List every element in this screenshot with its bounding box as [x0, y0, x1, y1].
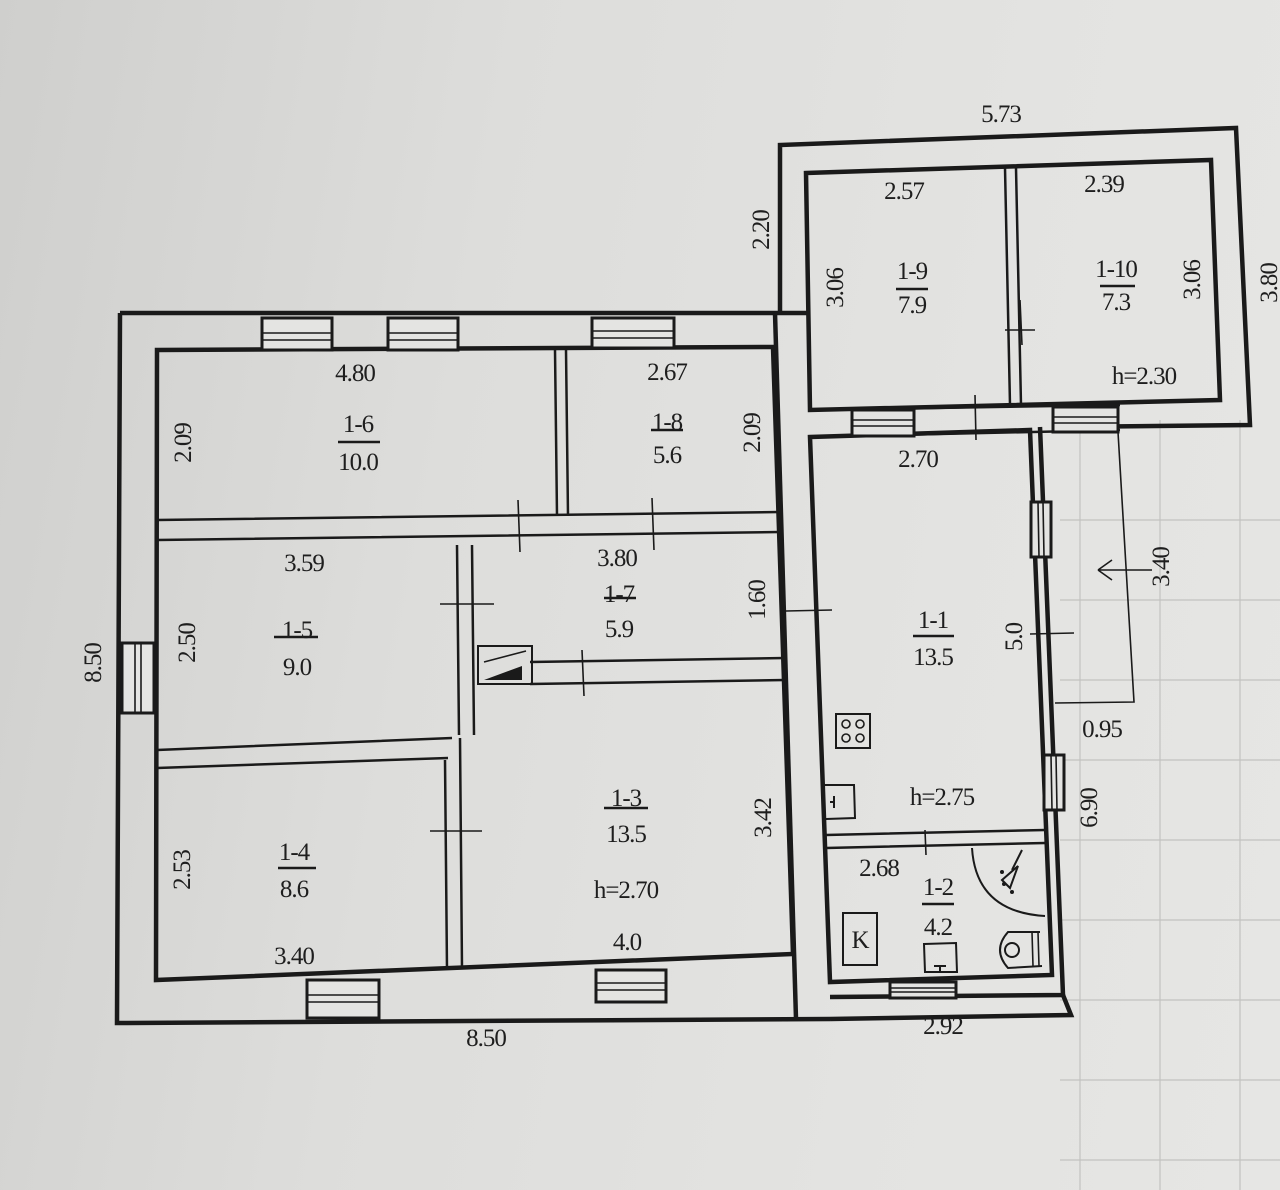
svg-text:1-1: 1-1 — [918, 607, 948, 634]
toilet-icon — [999, 931, 1043, 970]
svg-text:7.3: 7.3 — [1102, 289, 1131, 316]
svg-text:4.80: 4.80 — [335, 360, 375, 387]
stove-icon — [835, 713, 871, 749]
svg-text:1-6: 1-6 — [343, 411, 374, 438]
room-1-9: 1-9 7.9 2.57 3.06 — [822, 178, 929, 319]
svg-text:13.5: 13.5 — [913, 644, 953, 671]
svg-text:5.0: 5.0 — [1001, 622, 1028, 651]
porch-outline — [1054, 431, 1152, 704]
east-wing-width-label: 2.92 — [923, 1013, 963, 1040]
svg-text:2.67: 2.67 — [647, 359, 687, 386]
east-wing-height-label: 6.90 — [1076, 788, 1103, 828]
svg-text:h=2.75: h=2.75 — [910, 784, 975, 811]
svg-text:2.39: 2.39 — [1084, 171, 1124, 198]
shower-icon — [971, 847, 1046, 917]
room-1-2: 1-2 4.2 2.68 — [859, 855, 955, 941]
svg-text:h=2.70: h=2.70 — [594, 877, 659, 904]
svg-text:4.0: 4.0 — [613, 929, 642, 956]
boiler-icon: K — [842, 912, 878, 966]
svg-text:3.06: 3.06 — [822, 268, 849, 308]
boiler-label: K — [851, 927, 869, 954]
svg-text:1-2: 1-2 — [923, 874, 954, 901]
svg-text:3.59: 3.59 — [284, 550, 324, 577]
svg-text:1.60: 1.60 — [744, 580, 771, 620]
svg-text:2.70: 2.70 — [898, 446, 938, 473]
svg-text:2.09: 2.09 — [739, 413, 766, 453]
room-1-7: 1-7 5.9 3.80 1.60 — [597, 545, 771, 643]
svg-text:4.2: 4.2 — [924, 914, 953, 941]
svg-text:1-3: 1-3 — [611, 785, 642, 812]
annex-offset-label: 2.20 — [748, 210, 775, 250]
main-height-label: 8.50 — [80, 643, 107, 683]
svg-text:h=2.30: h=2.30 — [1112, 363, 1177, 390]
svg-text:5.6: 5.6 — [653, 442, 682, 469]
outer-walls — [114, 125, 1253, 1026]
room-1-1: 1-1 13.5 h=2.75 2.70 5.0 — [898, 446, 1028, 811]
svg-text:1-9: 1-9 — [897, 258, 928, 285]
annex-height-label: 3.80 — [1256, 263, 1280, 303]
room-1-10: 1-10 7.3 2.39 h=2.30 3.06 — [1084, 171, 1206, 390]
room-1-6: 1-6 10.0 4.80 2.09 — [170, 360, 379, 476]
inner-walls — [153, 157, 1223, 1020]
washbasin-icon — [922, 941, 959, 973]
sink-icon — [824, 784, 857, 820]
svg-text:1-7: 1-7 — [604, 581, 635, 608]
svg-text:2.68: 2.68 — [859, 855, 899, 882]
paper-grid — [1060, 420, 1280, 1190]
fraction-bars — [274, 284, 1135, 906]
arrow-left-icon — [1097, 559, 1152, 581]
svg-text:3.06: 3.06 — [1179, 260, 1206, 300]
heating-stove-icon — [477, 645, 533, 685]
svg-text:10.0: 10.0 — [338, 449, 378, 476]
overall-dimensions: 5.73 3.80 2.20 8.50 8.50 2.92 6.90 3.40 … — [80, 101, 1280, 1052]
svg-text:2.50: 2.50 — [174, 623, 201, 663]
svg-text:1-4: 1-4 — [279, 839, 311, 866]
svg-text:3.42: 3.42 — [750, 798, 777, 838]
room-1-5: 1-5 9.0 3.59 2.50 — [174, 550, 325, 681]
svg-text:5.9: 5.9 — [605, 616, 634, 643]
room-1-8: 1-8 5.6 2.67 2.09 — [647, 359, 766, 469]
svg-text:1-5: 1-5 — [282, 617, 313, 644]
svg-text:8.6: 8.6 — [280, 876, 309, 903]
svg-text:2.09: 2.09 — [170, 423, 197, 463]
porch-length-label: 3.40 — [1148, 547, 1175, 587]
svg-text:7.9: 7.9 — [898, 292, 927, 319]
svg-text:2.57: 2.57 — [884, 178, 924, 205]
room-1-3: 1-3 13.5 h=2.70 4.0 3.42 — [594, 785, 777, 956]
door-markers — [430, 299, 1075, 856]
room-1-4: 1-4 8.6 3.40 2.53 — [169, 839, 315, 970]
annex-width-label: 5.73 — [981, 101, 1021, 128]
svg-text:3.40: 3.40 — [274, 943, 314, 970]
svg-text:9.0: 9.0 — [283, 654, 312, 681]
svg-text:3.80: 3.80 — [597, 545, 637, 572]
svg-text:1-10: 1-10 — [1095, 256, 1137, 283]
main-width-label: 8.50 — [466, 1025, 506, 1052]
porch-width-label: 0.95 — [1082, 716, 1122, 743]
windows — [120, 316, 1120, 1020]
svg-text:13.5: 13.5 — [606, 821, 646, 848]
svg-text:2.53: 2.53 — [169, 850, 196, 890]
svg-text:1-8: 1-8 — [652, 409, 683, 436]
